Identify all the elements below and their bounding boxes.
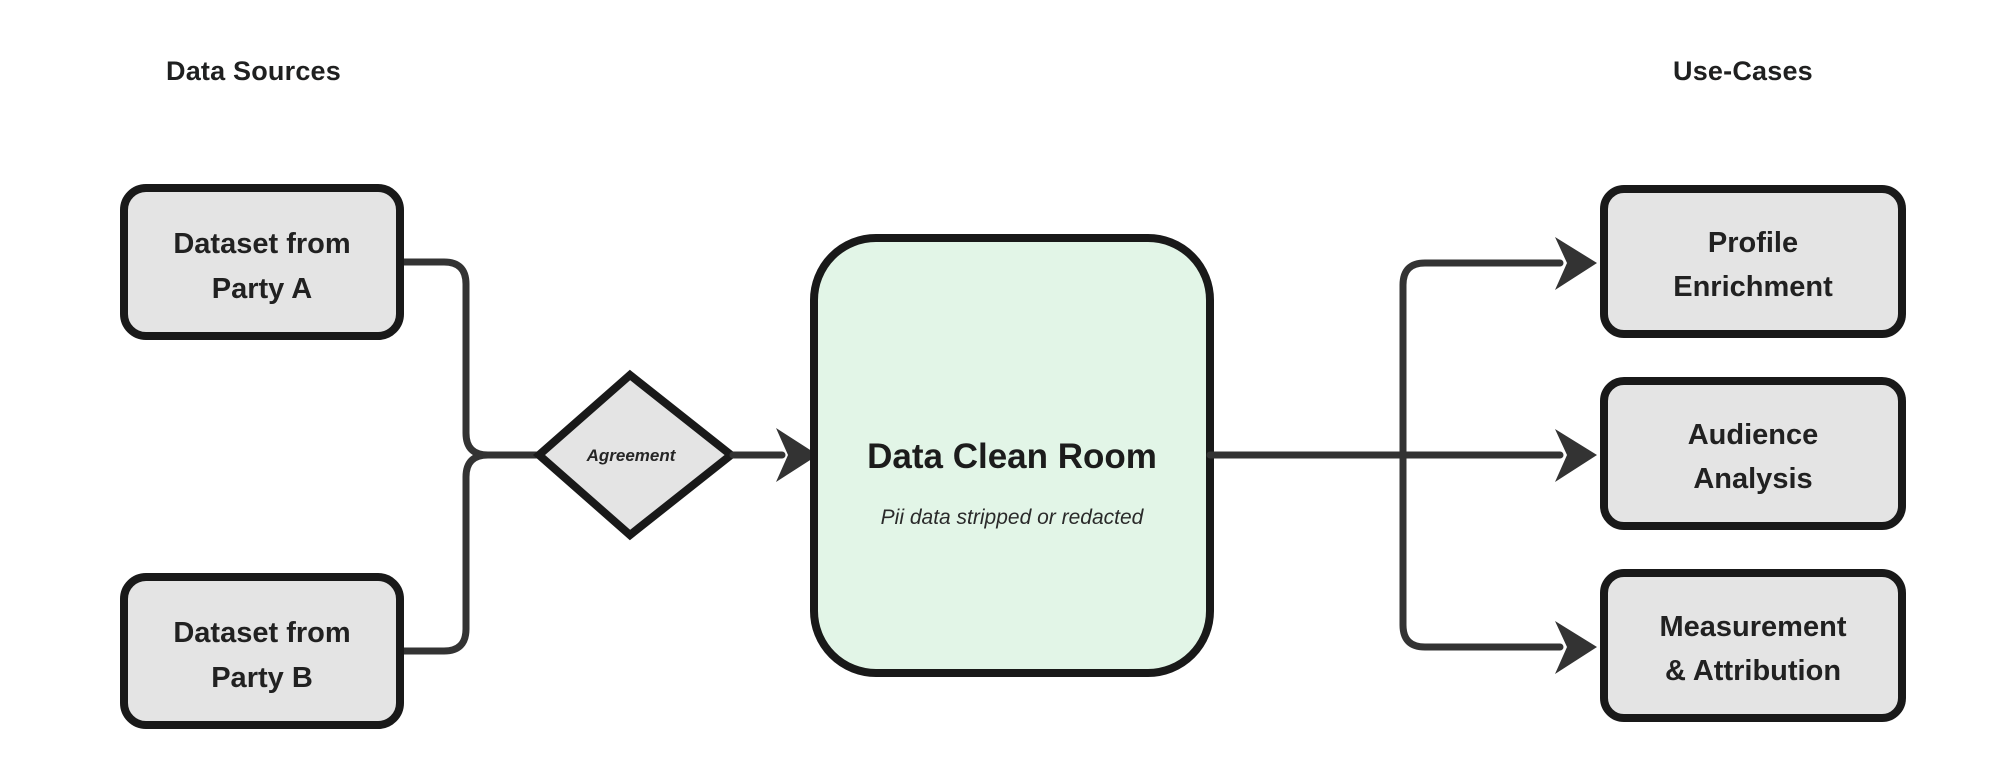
node-label-profile-enrichment-line1: Profile xyxy=(1708,227,1798,259)
node-label-party-b-line1: Dataset from xyxy=(173,617,350,649)
node-label-party-a-line2: Party A xyxy=(212,273,313,305)
node-data-clean-room[interactable]: Data Clean Room Pii data stripped or red… xyxy=(810,234,1214,677)
edge-clean-room-to-audience-analysis xyxy=(1399,429,1597,482)
arrow-head-icon xyxy=(1555,621,1597,674)
edge-agreement-to-clean-room xyxy=(729,428,818,482)
node-dataset-party-a[interactable]: Dataset from Party A xyxy=(120,184,404,340)
node-subtitle-data-clean-room: Pii data stripped or redacted xyxy=(881,506,1145,529)
edge-clean-room-to-measurement-attribution xyxy=(1399,451,1597,674)
arrow-head-icon xyxy=(1555,237,1597,290)
node-agreement-gate[interactable]: Agreement xyxy=(532,369,738,541)
edge-clean-room-to-profile-enrichment xyxy=(1399,237,1597,459)
arrow-head-icon xyxy=(776,428,818,482)
node-measurement-attribution[interactable]: Measurement & Attribution xyxy=(1600,569,1906,722)
node-label-audience-analysis-line1: Audience xyxy=(1688,419,1819,451)
edge-party-a-to-agreement xyxy=(398,258,542,459)
node-label-party-b-line2: Party B xyxy=(211,662,313,694)
node-profile-enrichment[interactable]: Profile Enrichment xyxy=(1600,185,1906,338)
edge-party-b-to-agreement xyxy=(398,451,542,655)
node-label-agreement: Agreement xyxy=(586,446,677,465)
node-label-measurement-attribution-line1: Measurement xyxy=(1660,611,1847,643)
arrow-head-icon xyxy=(1555,429,1597,482)
column-heading-use-cases: Use-Cases xyxy=(1673,56,1813,86)
node-title-data-clean-room: Data Clean Room xyxy=(867,437,1157,476)
node-dataset-party-b[interactable]: Dataset from Party B xyxy=(120,573,404,729)
node-label-audience-analysis-line2: Analysis xyxy=(1693,463,1812,495)
node-label-measurement-attribution-line2: & Attribution xyxy=(1665,655,1841,687)
column-heading-data-sources: Data Sources xyxy=(166,56,341,86)
node-label-party-a-line1: Dataset from xyxy=(173,228,350,260)
node-label-profile-enrichment-line2: Enrichment xyxy=(1673,271,1833,303)
node-audience-analysis[interactable]: Audience Analysis xyxy=(1600,377,1906,530)
